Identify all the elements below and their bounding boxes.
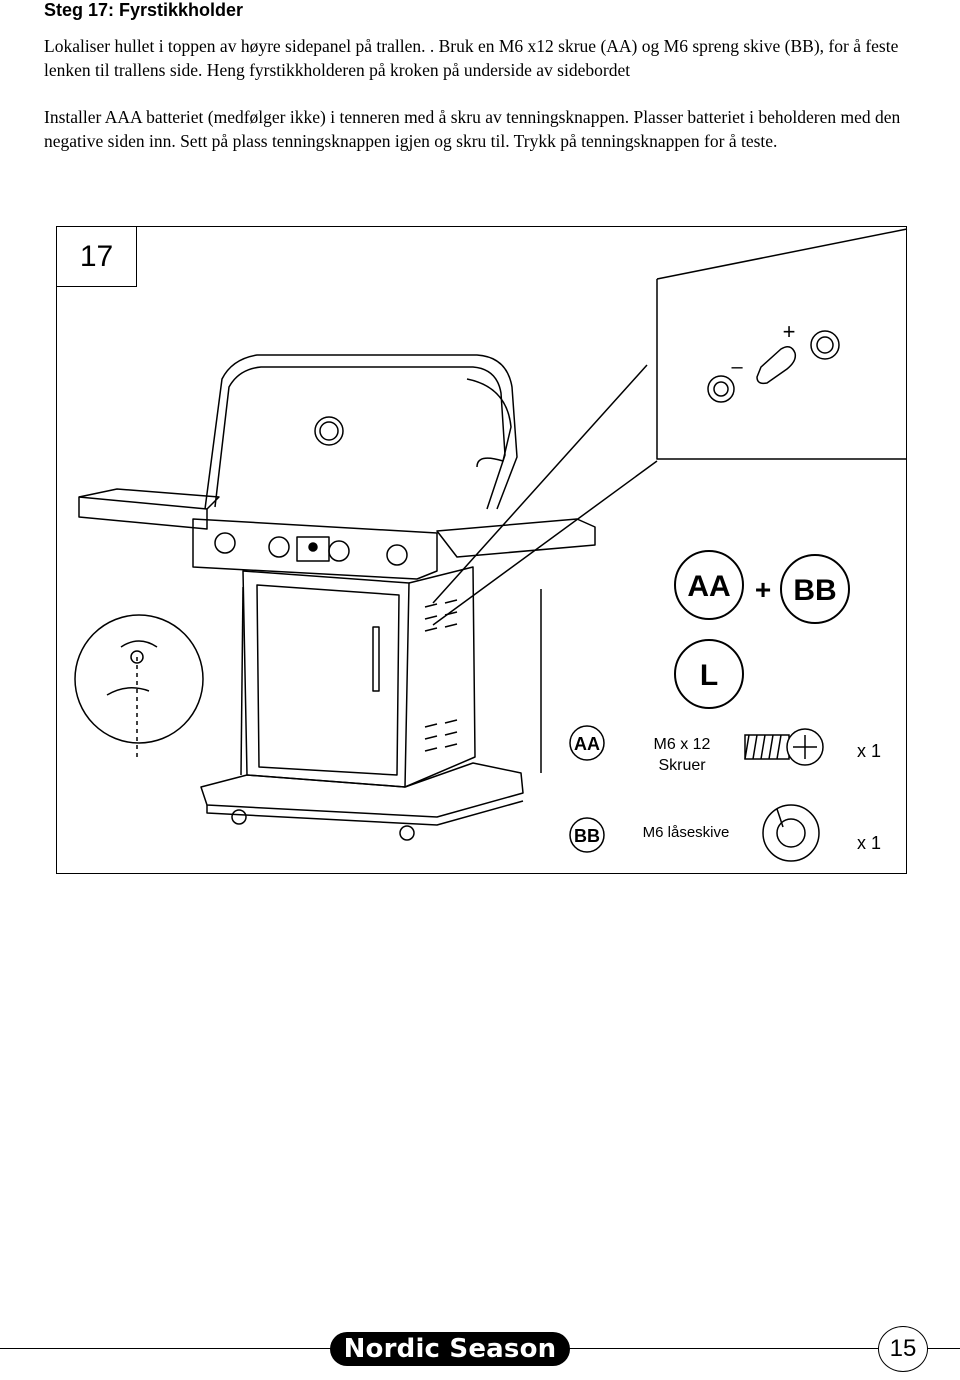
svg-text:AA: AA <box>687 570 730 603</box>
part-name-line2: Skruer <box>658 757 706 774</box>
grill-drawing <box>74 228 908 841</box>
brand-logo: Nordic Season <box>330 1332 570 1366</box>
part-row-aa: AA M6 x 12 Skruer x 1 <box>569 725 881 774</box>
screw-icon <box>744 728 824 766</box>
instruction-paragraph-1: Lokaliser hullet i toppen av høyre sidep… <box>44 36 899 80</box>
part-name: M6 låseskive <box>643 824 730 841</box>
instruction-paragraph-2: Installer AAA batteriet (medfølger ikke)… <box>44 107 901 151</box>
callout-bb: BB <box>780 554 850 624</box>
part-qty: x 1 <box>857 741 881 761</box>
callout-plus: + <box>755 574 771 605</box>
part-code: BB <box>574 826 600 846</box>
part-name: M6 x 12 <box>654 736 711 753</box>
page-number: 15 <box>878 1326 928 1372</box>
assembly-figure: AA + BB L + – AA M6 x 12 Skruer x 1 <box>56 226 908 874</box>
step-heading: Steg 17: Fyrstikkholder <box>44 0 244 20</box>
svg-text:BB: BB <box>793 574 836 607</box>
part-code: AA <box>574 734 600 754</box>
battery-minus-symbol: – <box>731 356 743 378</box>
callout-l: L <box>674 639 744 709</box>
grill-assembly-illustration: AA + BB L + – AA M6 x 12 Skruer x 1 <box>74 228 908 862</box>
lock-washer-icon <box>762 804 820 862</box>
part-row-bb: BB M6 låseskive x 1 <box>569 804 881 862</box>
step-number-box: 17 <box>57 227 137 287</box>
part-qty: x 1 <box>857 833 881 853</box>
svg-text:L: L <box>700 659 718 692</box>
callout-aa: AA <box>674 550 744 620</box>
battery-plus-symbol: + <box>783 319 796 344</box>
